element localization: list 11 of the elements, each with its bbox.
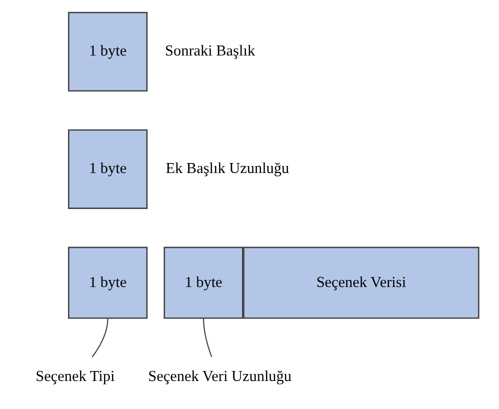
connector [91,318,108,358]
node-text: Seçenek Veri Uzunluğu [148,368,292,385]
node-text: Seçenek Tipi [35,368,114,385]
node-label: Ek Başlık Uzunluğu [165,160,289,178]
connector [202,318,212,358]
node-box: 1 byte [68,129,148,209]
node-box: Seçenek Verisi [242,246,479,319]
node-box: 1 byte [163,246,243,319]
node-label: Sonraki Başlık [164,42,255,60]
node-box: 1 byte [68,12,148,92]
node-box: 1 byte [68,246,148,319]
